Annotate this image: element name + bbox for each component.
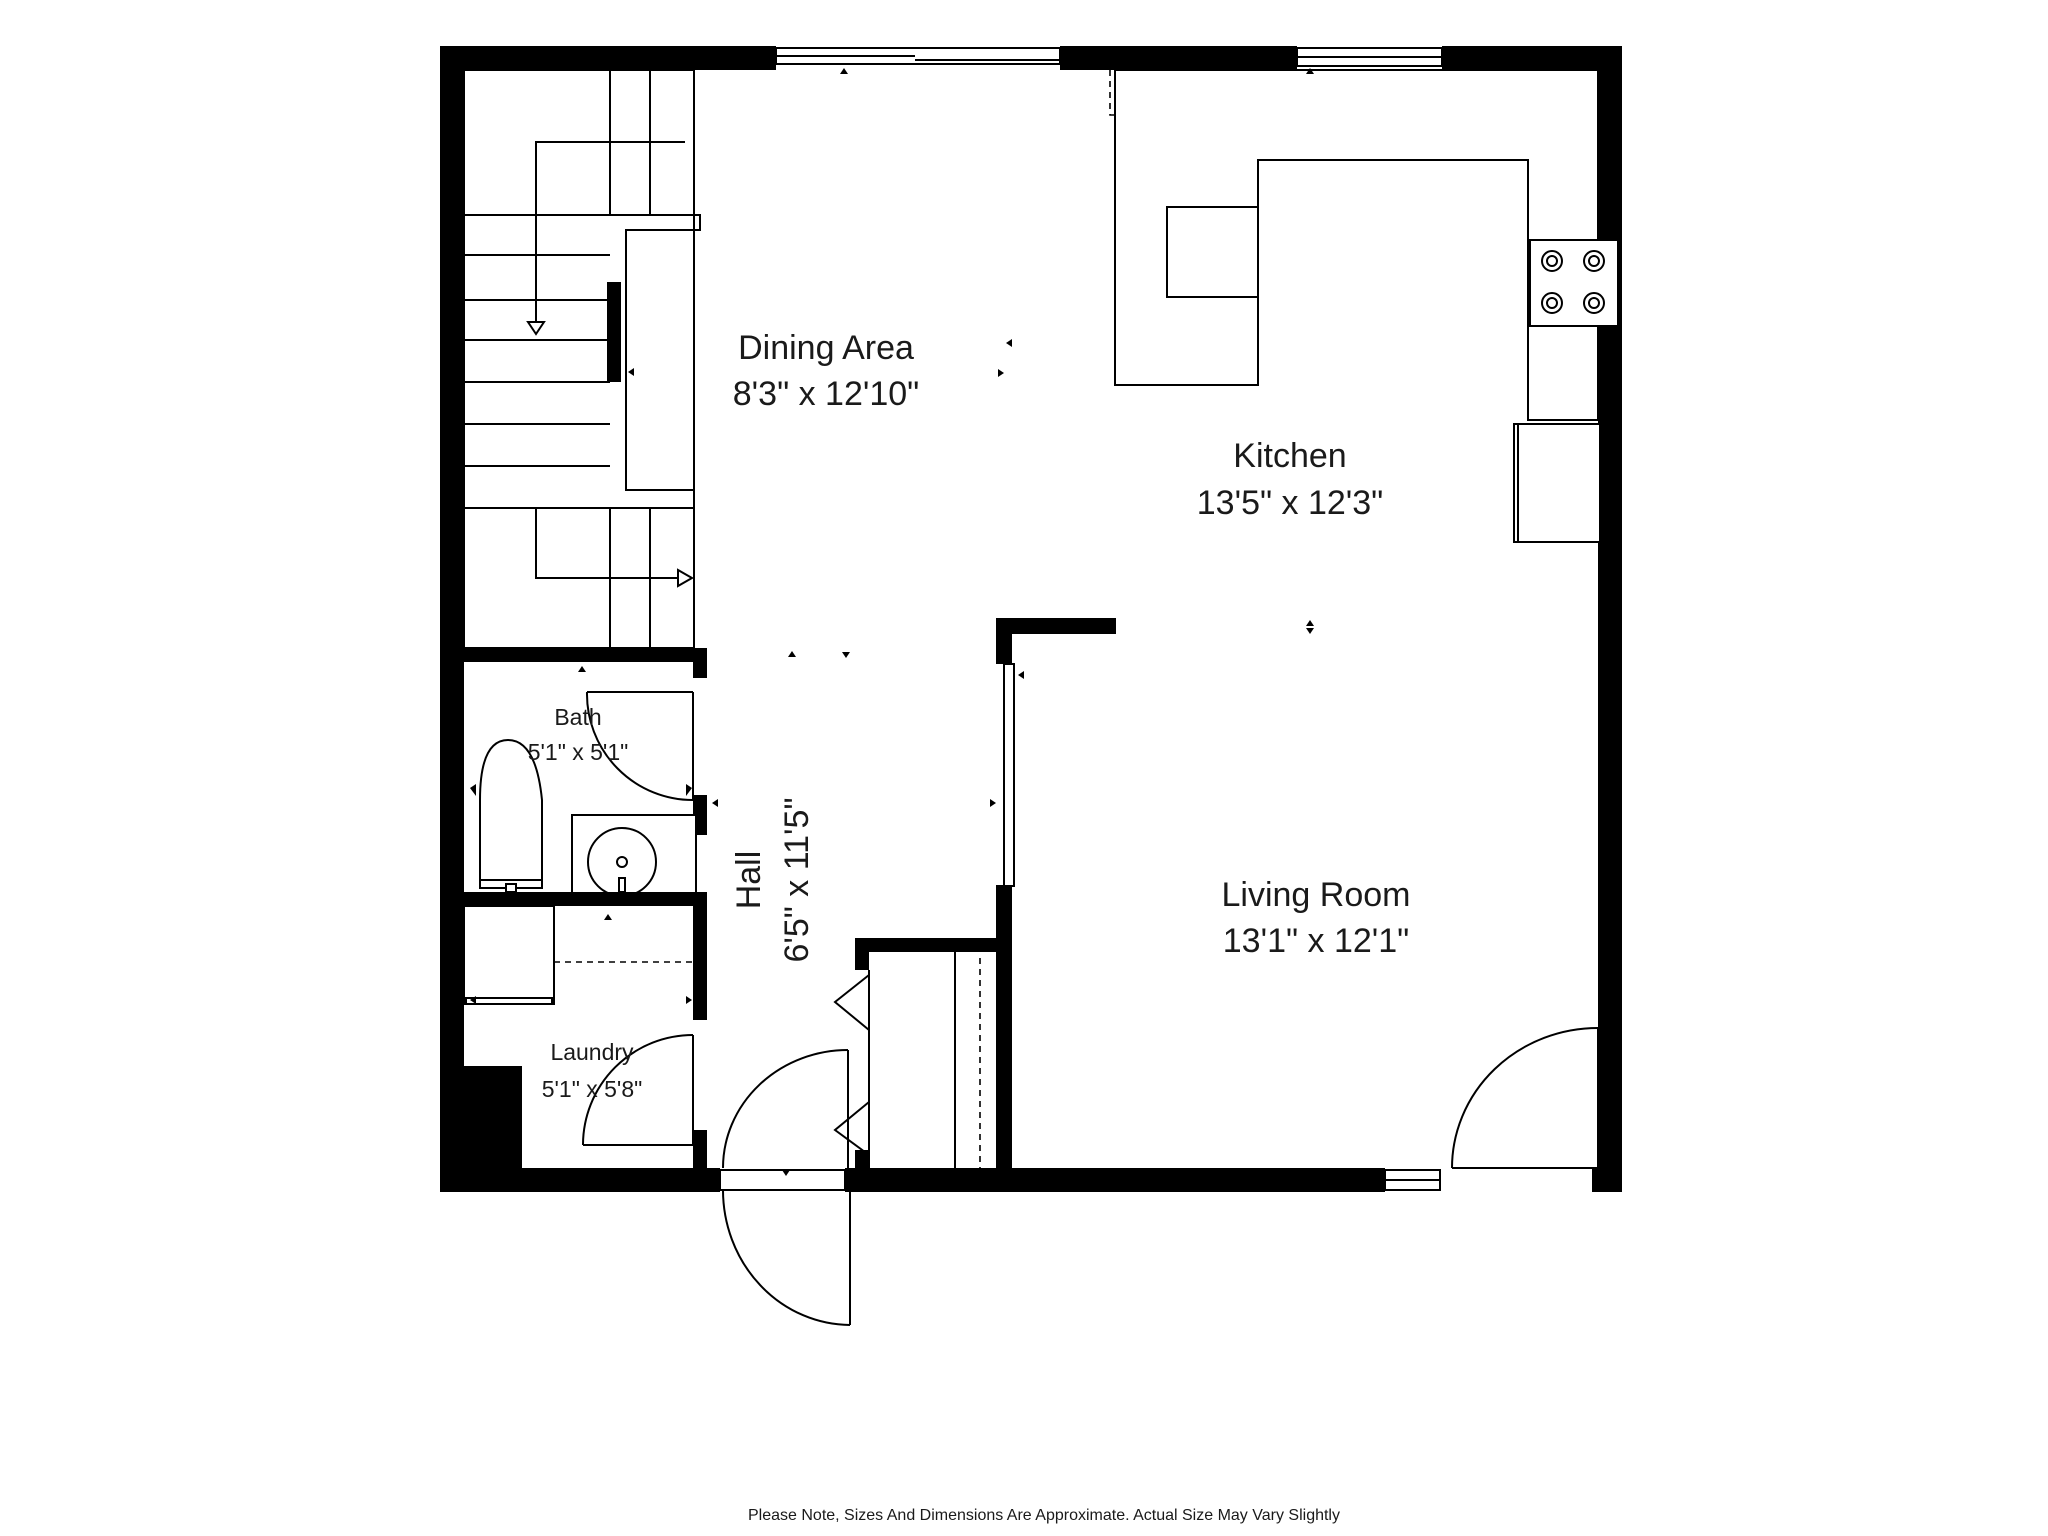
kitchen-name: Kitchen — [1233, 437, 1346, 475]
kitchen-size: 13'5" x 12'3" — [1197, 484, 1383, 522]
staircase — [463, 69, 701, 649]
living-room-size: 13'1" x 12'1" — [1223, 922, 1409, 960]
bath-size: 5'1" x 5'1" — [528, 739, 629, 765]
hall-name: Hall — [730, 851, 768, 910]
interior-walls — [440, 282, 1116, 1192]
kitchen-fixtures — [1109, 69, 1619, 543]
entry-doors — [719, 663, 1015, 1326]
exterior-walls — [440, 46, 1622, 1192]
laundry-name: Laundry — [550, 1039, 634, 1065]
hall-size: 6'5" x 11'5" — [778, 797, 816, 962]
laundry-fixtures — [463, 905, 694, 1146]
wall-markers — [470, 68, 1610, 1176]
windows — [775, 47, 1443, 1191]
dining-area-size: 8'3" x 12'10" — [733, 375, 919, 413]
bath-fixtures — [479, 691, 697, 897]
living-room-name: Living Room — [1222, 876, 1411, 914]
disclaimer-note: Please Note, Sizes And Dimensions Are Ap… — [748, 1507, 1340, 1524]
dining-area-name: Dining Area — [738, 329, 914, 367]
bath-name: Bath — [554, 704, 601, 730]
laundry-size: 5'1" x 5'8" — [542, 1076, 643, 1102]
living-room-door — [1451, 1027, 1599, 1169]
